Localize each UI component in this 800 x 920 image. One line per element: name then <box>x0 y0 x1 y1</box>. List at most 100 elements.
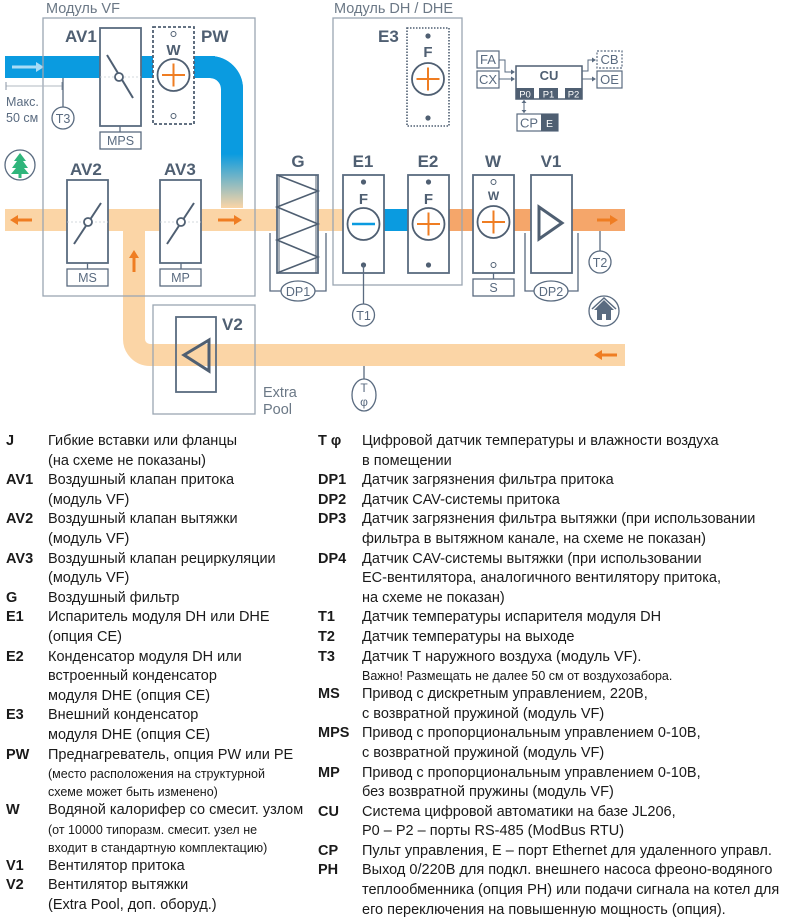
legend-line: Испаритель модуля DH или DHE <box>48 609 270 626</box>
sensor-t-phi[interactable]: T φ <box>351 378 377 412</box>
actuator-mp[interactable]: MP <box>159 268 202 287</box>
svg-text:F: F <box>424 191 433 208</box>
output-cb[interactable]: CB <box>596 50 623 69</box>
damper-av2[interactable] <box>66 179 109 264</box>
legend-description: Датчик температуры испарителя модуля DH <box>362 608 798 628</box>
legend-code: PW <box>6 746 30 763</box>
legend-line: Датчик температуры на выходе <box>362 628 575 645</box>
legend-line: Датчик Т наружного воздуха (модуль VF). <box>362 648 642 665</box>
damper-av3[interactable] <box>159 179 202 264</box>
sensor-dp1[interactable]: DP1 <box>280 280 316 302</box>
ventilation-diagram: Модуль VF Модуль DH / DHE Extra Pool Мак… <box>4 1 625 418</box>
input-cx[interactable]: CX <box>476 70 500 89</box>
preheater-pw[interactable]: W <box>152 26 195 125</box>
external-condenser-e3[interactable]: F <box>406 27 450 127</box>
legend-description: Воздушный клапан рециркуляции(модуль VF) <box>48 550 306 589</box>
legend-line: Датчик CAV-системы притока <box>362 491 560 508</box>
legend-line: Датчик температуры испарителя модуля DH <box>362 609 662 626</box>
svg-text:T3: T3 <box>56 112 71 126</box>
legend-code: T1 <box>318 609 335 626</box>
e2-label: E2 <box>418 152 439 171</box>
legend-line: схеме может быть изменено) <box>48 785 218 800</box>
condenser-e2[interactable]: F <box>407 174 450 274</box>
sensor-t3[interactable]: T3 <box>51 106 75 130</box>
legend-line: входит в стандартную комплектацию) <box>48 840 268 855</box>
legend-line: модуля DHE (опция CE) <box>48 687 211 704</box>
module-vf-label: Модуль VF <box>46 1 120 17</box>
legend-line: (модуль VF) <box>48 530 130 547</box>
legend-description: Воздушный клапан притока(модуль VF) <box>48 471 306 510</box>
filter-g[interactable] <box>274 174 321 274</box>
legend-description: Датчик CAV-системы вытяжки (при использо… <box>362 550 798 609</box>
sensor-dp2[interactable]: DP2 <box>533 280 569 302</box>
control-block: FA CX CU P0 P1 P2 CB OE <box>476 50 623 132</box>
tree-icon <box>4 149 36 181</box>
legend-description: Преднагреватель, опция PW или PE(место р… <box>48 746 306 802</box>
svg-text:P2: P2 <box>568 90 580 101</box>
legend-item: DP2 Датчик CAV-системы притока <box>318 491 798 511</box>
legend-line: Выход 0/220В для подкл. внешнего насоса … <box>362 862 773 879</box>
svg-text:W: W <box>488 189 500 203</box>
legend-line: с возвратной пружиной (модуль VF) <box>362 705 605 722</box>
evaporator-e1[interactable]: F <box>342 174 385 274</box>
supply-fan-v1[interactable] <box>530 174 573 274</box>
legend-code: V2 <box>6 877 24 894</box>
legend-description: Водяной калорифер со смесит. узлом(от 10… <box>48 801 306 857</box>
v2-label: V2 <box>222 315 243 334</box>
legend-code: AV3 <box>6 550 34 567</box>
legend-line: на схеме не показан) <box>362 589 505 606</box>
actuator-mps[interactable]: MPS <box>99 131 142 150</box>
legend-line: P0 – P2 – порты RS-485 (ModBus RTU) <box>362 823 625 840</box>
legend-line: Водяной калорифер со смесит. узлом <box>48 802 304 819</box>
legend-line: без возвратной пружины (модуль VF) <box>362 784 614 801</box>
legend-line: EC-вентилятора, аналогичного вентилятору… <box>362 570 721 587</box>
legend-code: MPS <box>318 725 350 742</box>
legend-line: (модуль VF) <box>48 570 130 587</box>
input-fa[interactable]: FA <box>476 50 500 69</box>
intake-note-line2: 50 см <box>6 111 38 125</box>
legend-line: Воздушный клапан вытяжки <box>48 511 238 528</box>
svg-text:W: W <box>166 42 181 59</box>
water-heater-w[interactable]: W <box>472 174 515 274</box>
sensor-t1[interactable]: T1 <box>351 303 376 327</box>
legend-code: DP3 <box>318 511 347 528</box>
control-panel-cp[interactable]: CP E <box>516 113 559 132</box>
legend-line: Датчик CAV-системы вытяжки (при использо… <box>362 550 702 567</box>
mixing-unit-s[interactable]: S <box>472 278 515 297</box>
legend-code: CU <box>318 803 339 820</box>
legend-description: Испаритель модуля DH или DHE(опция CE) <box>48 608 306 647</box>
legend-description: Система цифровой автоматики на базе JL20… <box>362 803 798 842</box>
actuator-ms[interactable]: MS <box>66 268 109 287</box>
legend-code: DP2 <box>318 491 347 508</box>
legend-code: MP <box>318 764 340 781</box>
output-oe[interactable]: OE <box>596 70 623 89</box>
damper-av1[interactable] <box>99 27 142 127</box>
flow-arrows <box>10 62 618 360</box>
legend-code: T3 <box>318 648 335 665</box>
svg-text:MP: MP <box>171 271 190 285</box>
sensor-t2[interactable]: T2 <box>588 250 612 274</box>
port-p2 <box>565 88 582 99</box>
svg-text:S: S <box>489 281 497 295</box>
control-unit-cu[interactable]: CU P0 P1 P2 <box>515 65 583 101</box>
module-dh-frame <box>332 17 463 286</box>
g-label: G <box>291 152 304 171</box>
arrow-up-icon <box>129 250 139 272</box>
extra-pool-label-2: Pool <box>263 402 292 418</box>
port-p0 <box>516 88 534 99</box>
intake-note-line1: Макс. <box>6 95 39 109</box>
svg-text:OE: OE <box>600 72 619 87</box>
exhaust-fan-v2[interactable] <box>175 316 217 393</box>
svg-text:P1: P1 <box>543 90 555 101</box>
legend-code: E3 <box>6 707 24 724</box>
e3-label: E3 <box>378 27 399 46</box>
